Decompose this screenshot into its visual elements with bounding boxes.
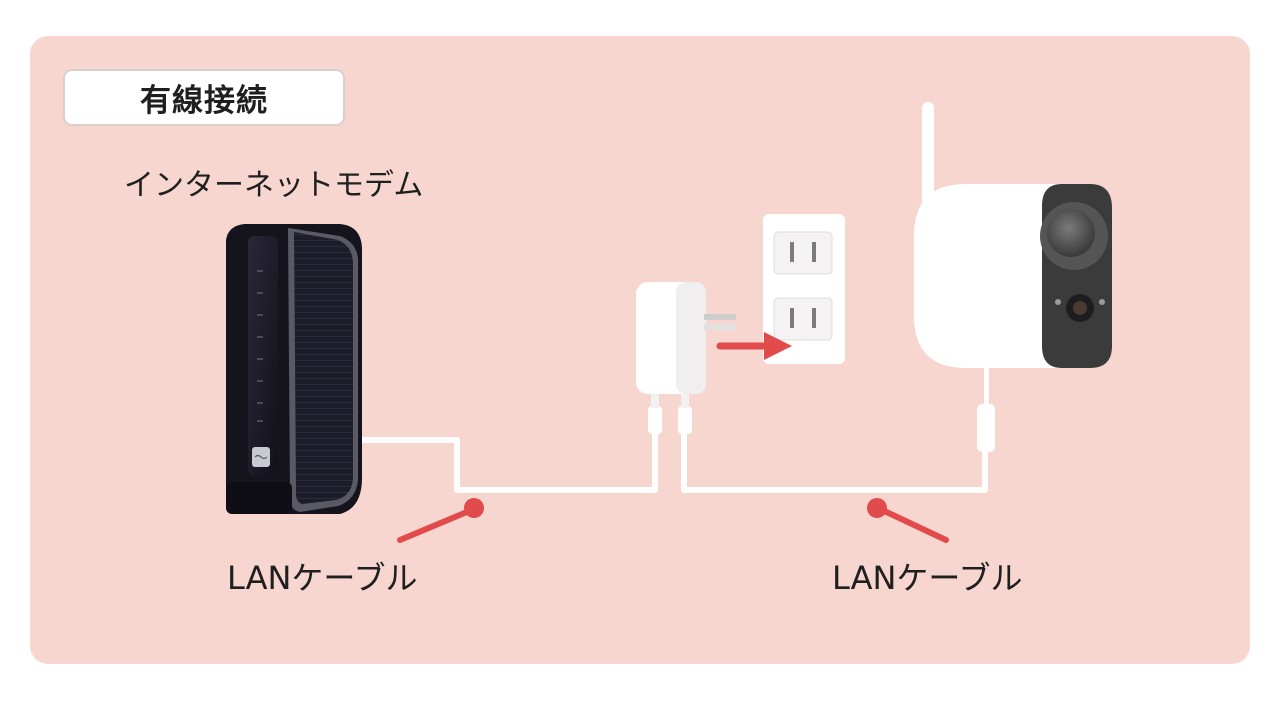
- arrow-icon: [716, 332, 792, 360]
- power-adapter-icon: [636, 282, 736, 434]
- modem-label: インターネットモデム: [124, 168, 424, 203]
- callout-right: [867, 498, 949, 543]
- wall-outlet-icon: [763, 214, 845, 364]
- modem-icon: [226, 224, 362, 514]
- lan-cable-label-left: LANケーブル: [227, 559, 418, 597]
- title-badge: 有線接続: [63, 69, 345, 126]
- lan-cable-right: [681, 432, 988, 493]
- lan-cable-left: [358, 432, 658, 493]
- title-text: 有線接続: [140, 83, 268, 119]
- callout-left: [397, 498, 484, 543]
- camera-icon: [914, 102, 1112, 452]
- lan-cable-label-right: LANケーブル: [832, 559, 1023, 597]
